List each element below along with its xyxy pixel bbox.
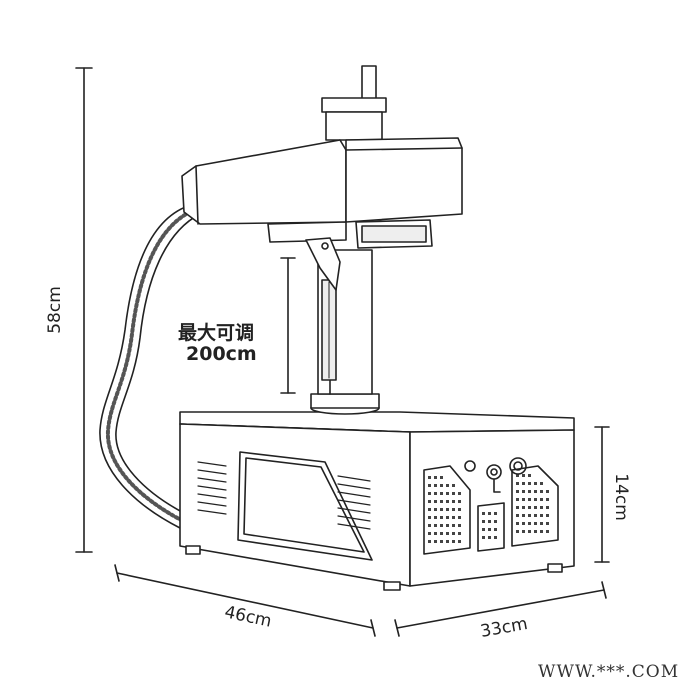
perforation-dots-right [516,474,549,533]
base-height-dimension-line [594,426,610,563]
center-vent-grille [337,475,371,530]
foot-front [383,581,401,591]
perforation-dots-left [428,476,461,543]
right-vent-panel-left [423,465,471,555]
foot-right [547,563,563,573]
depth-dimension-line [394,581,607,637]
power-button-icon [464,460,476,472]
laser-head [181,65,463,291]
left-vent-grille [197,461,227,515]
foot-left [185,545,201,555]
right-vent-panel-right [511,465,559,547]
right-vent-panel-mid [477,502,505,552]
emergency-stop-icon [509,457,527,475]
width-dimension-line [114,564,376,637]
watermark: WWW.***.COM [538,662,680,682]
height-label: 58cm [45,286,65,334]
lifting-column [310,249,380,415]
fiber-cable [99,205,201,529]
adjustable-range-label: 最大可调 [178,322,255,344]
base-cabinet [179,411,575,591]
height-dimension-line [75,67,93,553]
adjustable-range-value: 200cm [186,343,257,365]
base-height-label: 14cm [611,473,631,521]
adjustable-range-line [280,257,296,394]
perforation-dots-mid [482,512,497,539]
